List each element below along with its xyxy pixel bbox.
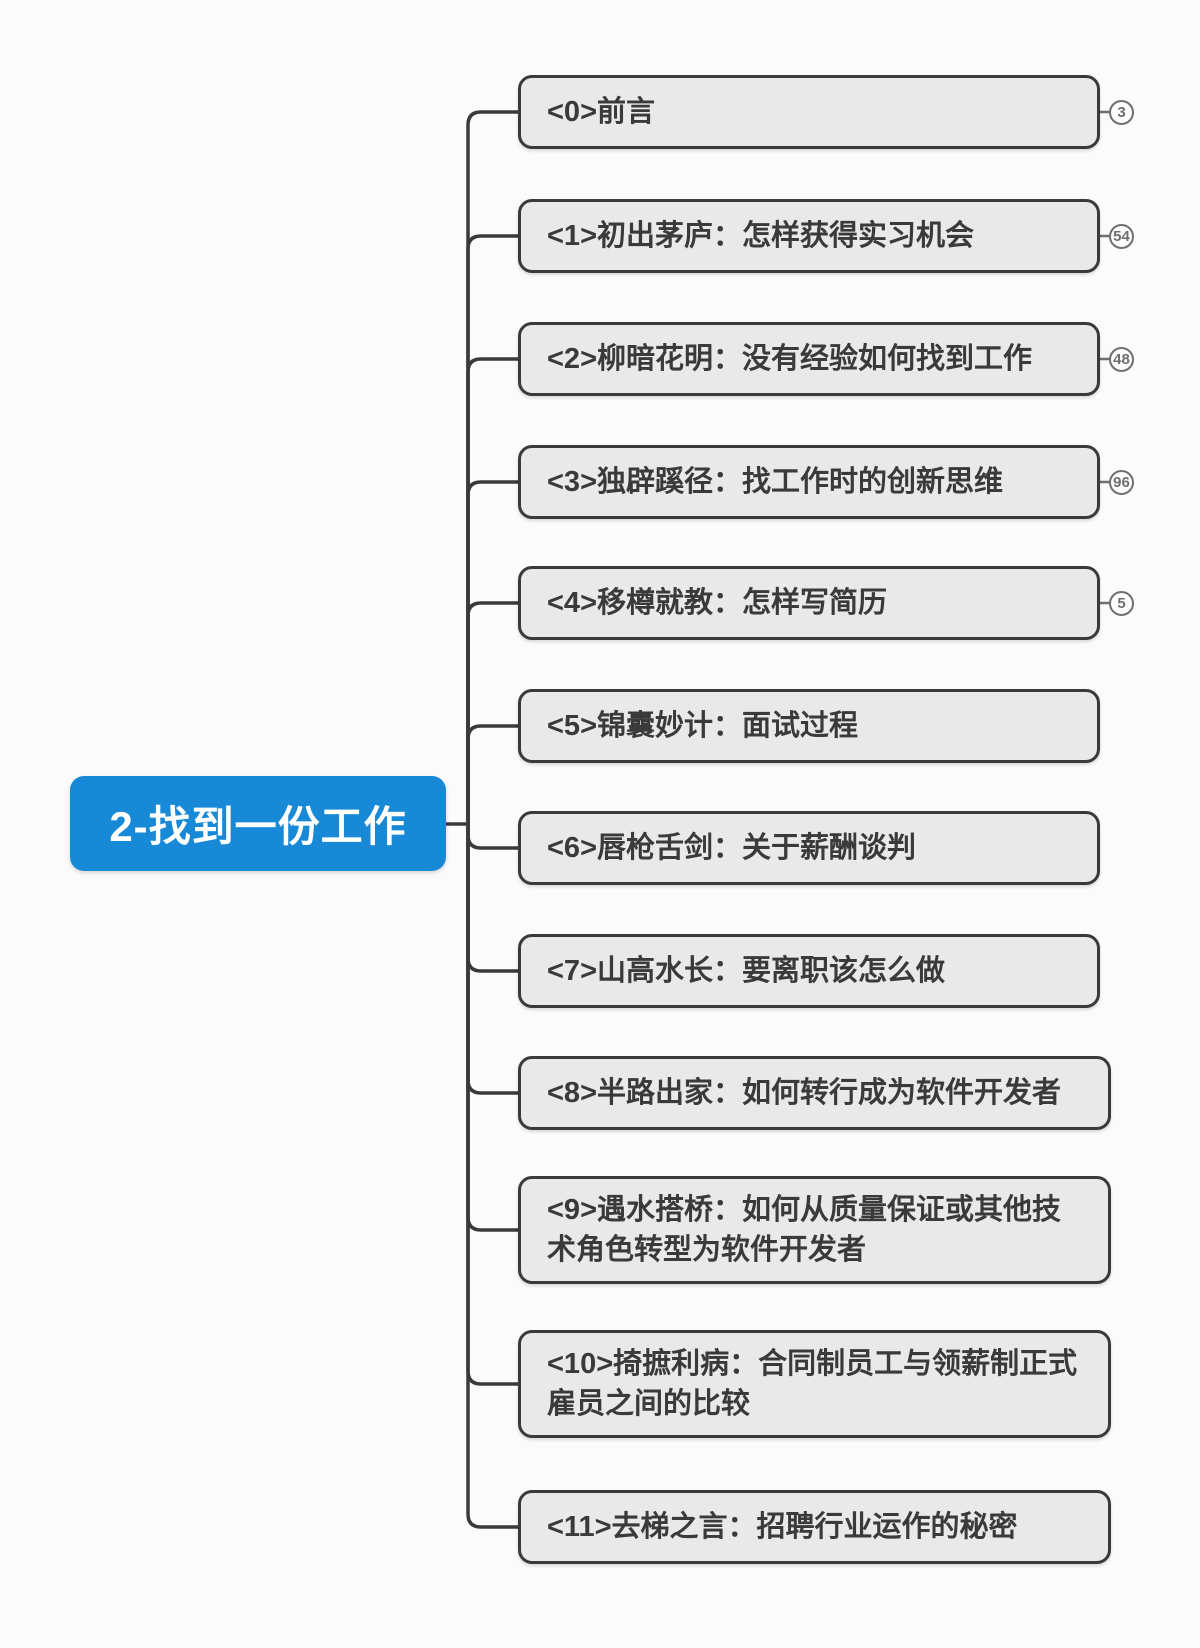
branch-node-8-label: <8>半路出家：如何转行成为软件开发者	[547, 1076, 1062, 1109]
connector-node-3	[466, 480, 520, 826]
branch-node-2[interactable]: <2>柳暗花明：没有经验如何找到工作	[518, 322, 1100, 396]
branch-node-6-label: <6>唇枪舌剑：关于薪酬谈判	[547, 831, 916, 864]
branch-node-10[interactable]: <10>掎摭利病：合同制员工与领薪制正式雇员之间的比较	[518, 1330, 1111, 1438]
branch-node-3-label: <3>独辟蹊径：找工作时的创新思维	[547, 465, 1004, 498]
branch-node-4-label: <4>移樽就教：怎样写简历	[547, 586, 887, 619]
branch-node-6[interactable]: <6>唇枪舌剑：关于薪酬谈判	[518, 811, 1100, 885]
branch-node-9[interactable]: <9>遇水搭桥：如何从质量保证或其他技术角色转型为软件开发者	[518, 1176, 1111, 1284]
notes-count-badge-1[interactable]: 54	[1109, 224, 1134, 249]
notes-count-badge-0[interactable]: 3	[1109, 100, 1134, 125]
root-node[interactable]: 2-找到一份工作	[70, 776, 446, 871]
connector-node-0	[466, 110, 520, 826]
branch-node-10-label: <10>掎摭利病：合同制员工与领薪制正式雇员之间的比较	[547, 1347, 1078, 1420]
root-node-label: 2-找到一份工作	[109, 803, 407, 850]
notes-count-badge-2[interactable]: 48	[1109, 347, 1134, 372]
branch-node-1-label: <1>初出茅庐：怎样获得实习机会	[547, 219, 975, 252]
connector-node-9	[466, 822, 520, 1232]
branch-node-4[interactable]: <4>移樽就教：怎样写简历	[518, 566, 1100, 640]
branch-node-8[interactable]: <8>半路出家：如何转行成为软件开发者	[518, 1056, 1111, 1130]
connector-node-8	[466, 822, 520, 1095]
branch-node-7[interactable]: <7>山高水长：要离职该怎么做	[518, 934, 1100, 1008]
branch-node-9-label: <9>遇水搭桥：如何从质量保证或其他技术角色转型为软件开发者	[547, 1193, 1062, 1266]
branch-node-3[interactable]: <3>独辟蹊径：找工作时的创新思维	[518, 445, 1100, 519]
branch-node-2-label: <2>柳暗花明：没有经验如何找到工作	[547, 342, 1033, 375]
notes-count-badge-3[interactable]: 96	[1109, 470, 1134, 495]
connector-node-5	[466, 724, 520, 826]
connector-node-4	[466, 601, 520, 826]
connector-node-11	[466, 822, 520, 1529]
connector-node-1	[466, 234, 520, 826]
branch-node-5[interactable]: <5>锦囊妙计：面试过程	[518, 689, 1100, 763]
connector-node-10	[466, 822, 520, 1386]
branch-node-7-label: <7>山高水长：要离职该怎么做	[547, 954, 946, 987]
branch-node-11-label: <11>去梯之言：招聘行业运作的秘密	[547, 1510, 1018, 1543]
branch-node-1[interactable]: <1>初出茅庐：怎样获得实习机会	[518, 199, 1100, 273]
connector-node-6	[466, 822, 520, 850]
connector-node-2	[466, 357, 520, 826]
branch-node-0[interactable]: <0>前言	[518, 75, 1100, 149]
branch-node-0-label: <0>前言	[547, 95, 655, 128]
branch-node-5-label: <5>锦囊妙计：面试过程	[547, 709, 858, 742]
notes-count-badge-4[interactable]: 5	[1109, 591, 1134, 616]
branch-node-11[interactable]: <11>去梯之言：招聘行业运作的秘密	[518, 1490, 1111, 1564]
